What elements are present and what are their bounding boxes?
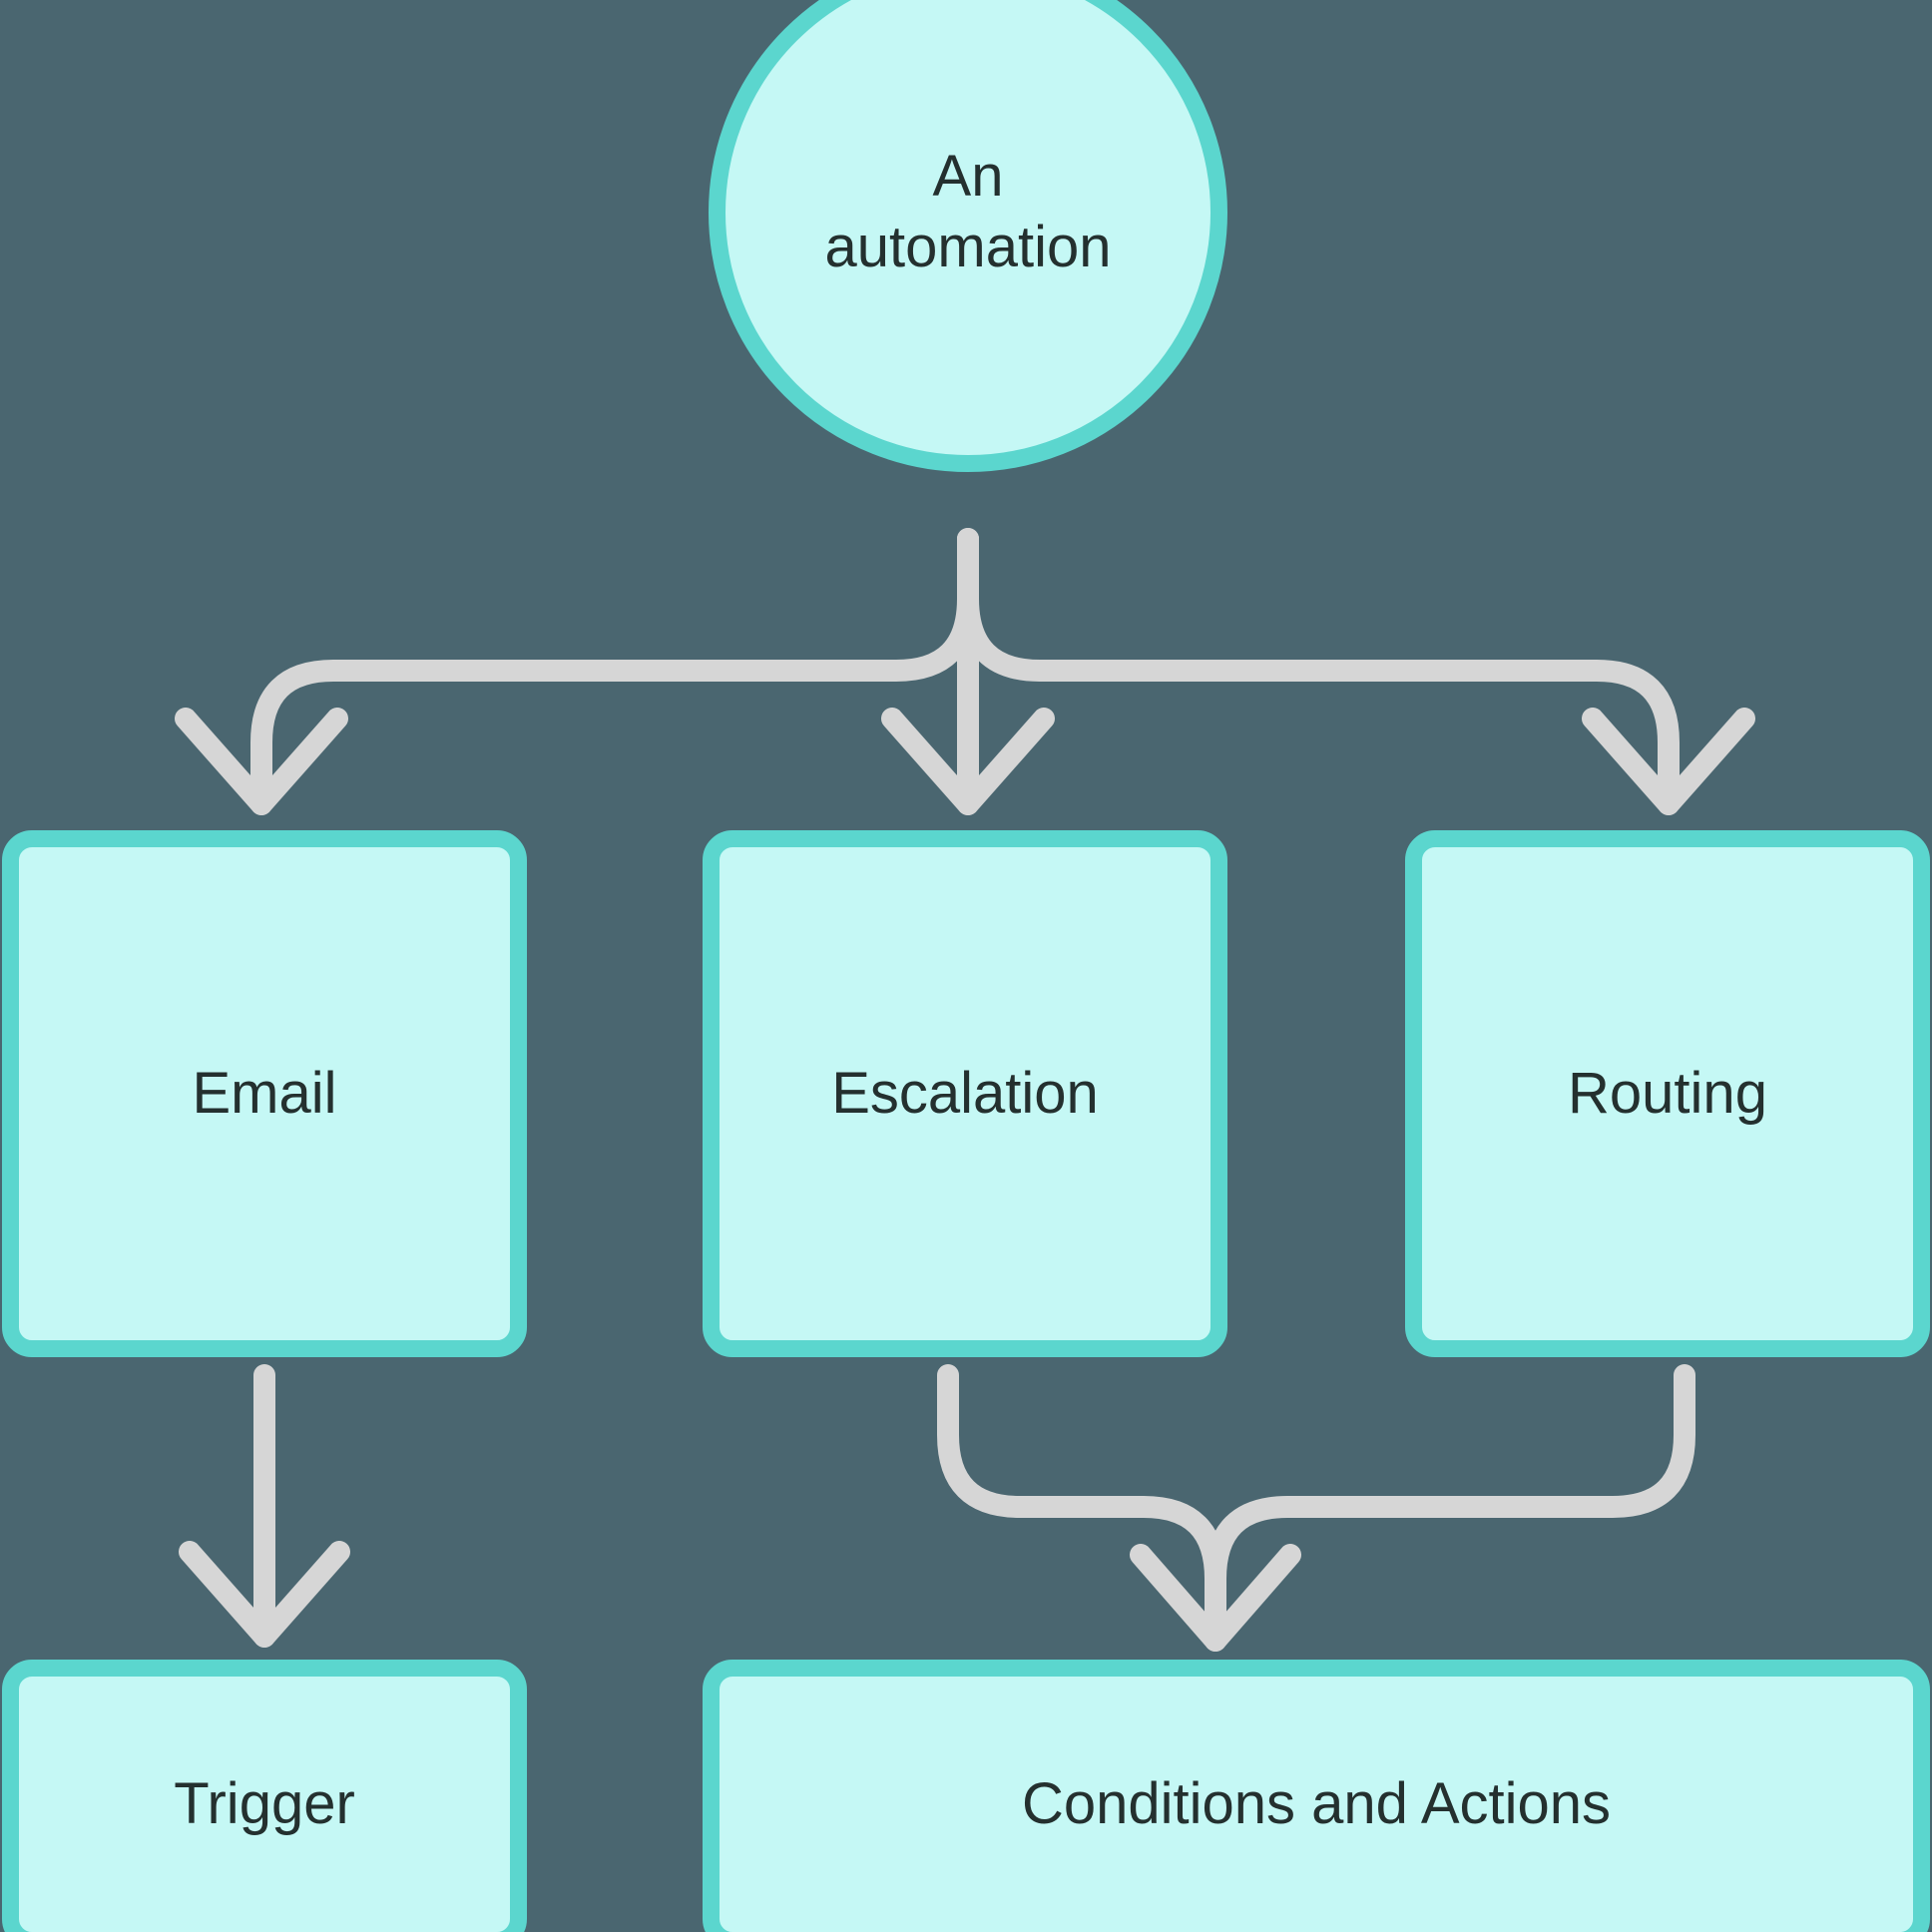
edge-routing-to-conditions [1205,1364,1695,1652]
edge-automation-to-email [250,528,979,815]
edge-escalation-to-conditions [937,1364,1226,1652]
node-trigger[interactable]: Trigger [2,1660,527,1932]
edge-automation-to-routing-arrowhead [1582,708,1755,815]
node-routing[interactable]: Routing [1405,830,1930,1357]
node-email[interactable]: Email [2,830,527,1357]
edge-automation-to-routing [957,528,1680,815]
node-escalation[interactable]: Escalation [703,830,1227,1357]
node-automation-line1: An [932,144,1004,210]
edge-email-to-trigger-arrowhead [179,1541,350,1648]
node-email-label: Email [192,1060,337,1126]
node-routing-label: Routing [1568,1060,1767,1126]
edge-automation-to-escalation-arrowhead [881,708,1055,815]
node-trigger-label: Trigger [174,1770,355,1836]
node-escalation-label: Escalation [831,1060,1099,1126]
node-conditions-and-actions[interactable]: Conditions and Actions [703,1660,1930,1932]
node-automation-line2: automation [824,215,1112,279]
edge-automation-to-email-arrowhead [175,708,348,815]
node-conditions-and-actions-label: Conditions and Actions [1021,1770,1612,1836]
edge-merge-to-conditions-arrowhead [1130,1544,1301,1652]
